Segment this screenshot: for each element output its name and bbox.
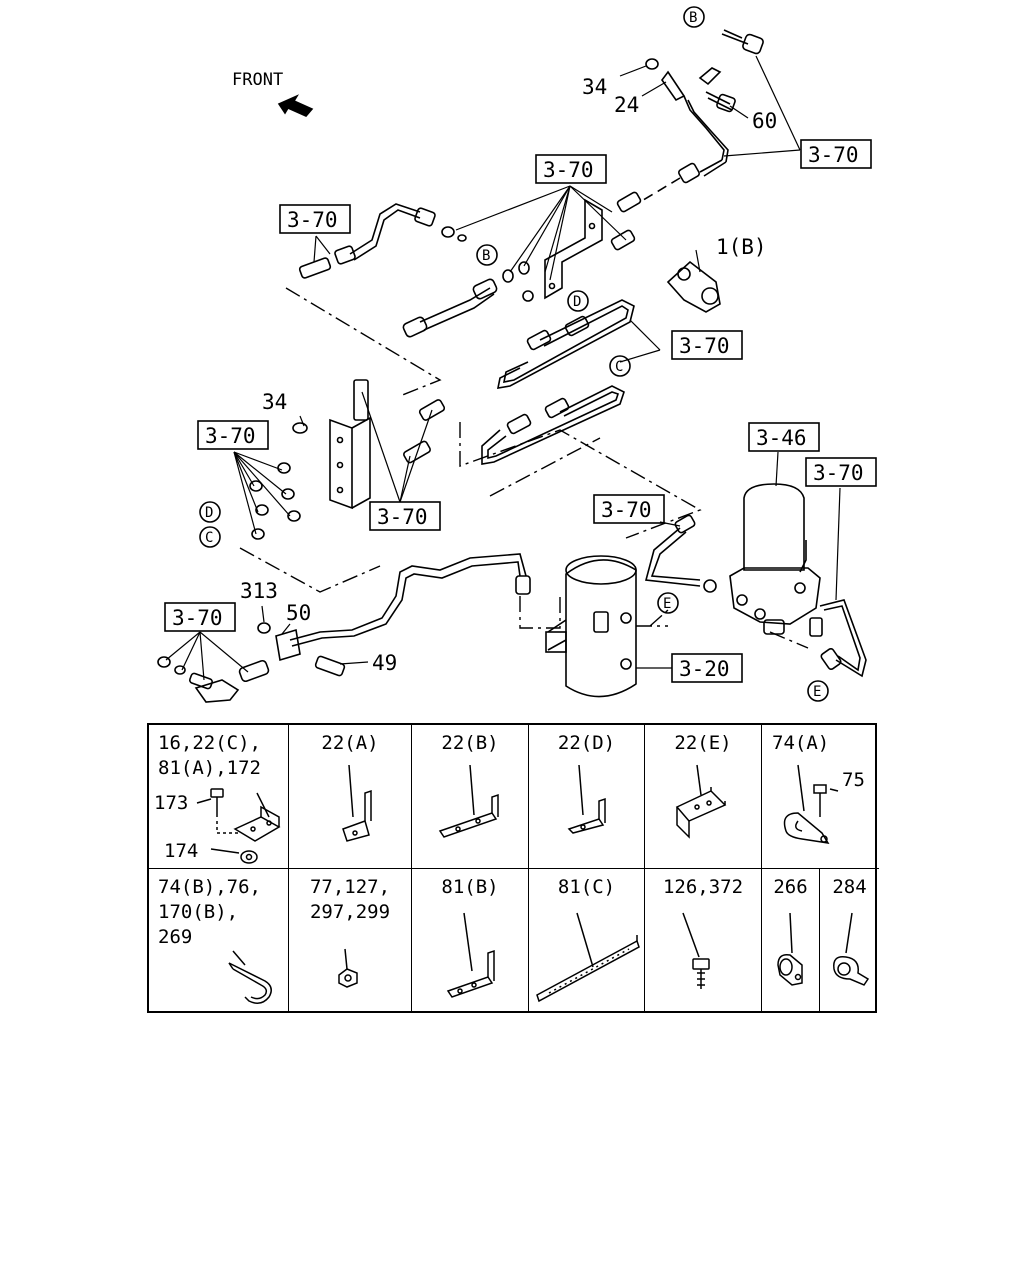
left-washers bbox=[249, 462, 301, 540]
callout-number: 1(B) bbox=[716, 235, 767, 259]
callout-number: 49 bbox=[372, 651, 397, 675]
circled-letter: C bbox=[205, 530, 213, 546]
callout-number: 60 bbox=[752, 109, 777, 133]
ref-box-label: 3-70 bbox=[172, 606, 223, 630]
circled-letter: D bbox=[573, 294, 581, 310]
circled-markers bbox=[199, 6, 829, 702]
leader-lines bbox=[239, 287, 809, 649]
part-number: 173 bbox=[154, 792, 189, 814]
parts-table: 16,22(C), 81(A),172 173 174 22(A) bbox=[147, 723, 879, 1013]
circled-letter: E bbox=[813, 684, 821, 700]
callout-number: 24 bbox=[614, 93, 639, 117]
upper-left-tube bbox=[298, 203, 467, 279]
callout-number: 34 bbox=[582, 75, 607, 99]
p-clip-icon bbox=[833, 912, 870, 986]
parts-cell-label: 266 bbox=[773, 876, 808, 898]
cable-tie-icon bbox=[228, 950, 272, 1004]
bracket-22d-icon bbox=[567, 764, 606, 834]
bracket-bolt-icon bbox=[196, 788, 281, 864]
strip-81c-icon bbox=[536, 912, 640, 1003]
parts-cell-label: 22(B) bbox=[441, 732, 499, 754]
circled-letter: D bbox=[205, 505, 213, 521]
part-number: 75 bbox=[842, 769, 865, 791]
reference-boxes bbox=[164, 139, 877, 683]
circled-letter: E bbox=[663, 596, 671, 612]
pointer-lines bbox=[165, 55, 841, 681]
parts-cell: 22(D) bbox=[529, 725, 645, 869]
parts-cell-label: 22(A) bbox=[321, 732, 379, 754]
lower-tube bbox=[157, 553, 531, 703]
center-bracket bbox=[292, 379, 446, 510]
ref-box-label: 3-70 bbox=[205, 424, 256, 448]
front-arrow-icon bbox=[277, 94, 314, 117]
bracket-22e-icon bbox=[675, 764, 727, 839]
tube-loop-c bbox=[481, 385, 625, 465]
ref-box-label: 3-70 bbox=[808, 143, 859, 167]
bracket-22a-icon bbox=[342, 764, 372, 842]
clip-74a-icon bbox=[783, 764, 839, 844]
ref-box-label: 3-70 bbox=[543, 158, 594, 182]
parts-cell: 266 bbox=[762, 869, 820, 1011]
grommet-clip-icon bbox=[777, 912, 803, 986]
top-connector-assembly bbox=[616, 29, 764, 213]
parts-diagram: FRONT 3-70 3-70 3-70 3-70 3-70 3-70 3-70… bbox=[157, 6, 877, 703]
parts-cell: 22(A) bbox=[289, 725, 412, 869]
parts-cell-label: 22(E) bbox=[674, 732, 732, 754]
parts-cell: 77,127, 297,299 bbox=[289, 869, 412, 1011]
ref-box-label: 3-70 bbox=[287, 208, 338, 232]
ref-box-label: 3-70 bbox=[377, 505, 428, 529]
ref-box-label: 3-70 bbox=[679, 334, 730, 358]
parts-cell: 22(B) bbox=[412, 725, 529, 869]
circled-letter: C bbox=[615, 359, 623, 375]
bolt-icon bbox=[682, 912, 710, 989]
parts-cell: 126,372 bbox=[645, 869, 762, 1011]
parts-cell-label: 22(D) bbox=[557, 732, 616, 754]
parts-cell: 74(B),76, 170(B), 269 bbox=[149, 869, 289, 1011]
bracket-22b-icon bbox=[438, 764, 499, 838]
parts-cell: 284 bbox=[820, 869, 879, 1011]
callout-number: 313 bbox=[240, 579, 278, 603]
ref-box-label: 3-70 bbox=[601, 498, 652, 522]
parts-cell: 16,22(C), 81(A),172 173 174 bbox=[149, 725, 289, 869]
dryer-hose bbox=[644, 514, 701, 587]
front-label: FRONT bbox=[232, 70, 283, 90]
callout-number: 50 bbox=[286, 601, 311, 625]
callout-number: 34 bbox=[262, 390, 287, 414]
ref-box-label: 3-46 bbox=[756, 426, 807, 450]
air-tank bbox=[545, 555, 637, 698]
parts-cell-label: 284 bbox=[832, 876, 867, 898]
nut-icon bbox=[338, 948, 358, 988]
ref-box-label: 3-70 bbox=[813, 461, 864, 485]
parts-cell-label: 16,22(C), 81(A),172 bbox=[158, 732, 261, 779]
upper-bracket bbox=[544, 198, 636, 300]
parts-cell: 81(C) bbox=[529, 869, 645, 1011]
ref-box-label: 3-20 bbox=[679, 657, 730, 681]
parts-cell: 74(A) 75 bbox=[762, 725, 879, 869]
parts-cell-label: 77,127, 297,299 bbox=[309, 876, 391, 923]
part-number: 174 bbox=[164, 840, 199, 862]
parts-cell-label: 74(A) bbox=[772, 732, 830, 754]
parts-cell-label: 126,372 bbox=[662, 876, 744, 898]
clamp-1b bbox=[666, 260, 721, 313]
parts-cell-label: 74(B),76, 170(B), 269 bbox=[158, 876, 261, 948]
circled-letter: B bbox=[689, 10, 697, 26]
parts-cell: 81(B) bbox=[412, 869, 529, 1011]
parts-cell-label: 81(C) bbox=[557, 876, 616, 898]
parts-cell-label: 81(B) bbox=[441, 876, 499, 898]
circled-letter: B bbox=[482, 248, 490, 264]
parts-cell: 22(E) bbox=[645, 725, 762, 869]
tube-loop-d bbox=[496, 299, 635, 389]
bracket-81b-icon bbox=[446, 912, 495, 998]
air-dryer bbox=[703, 483, 867, 678]
hose-assembly bbox=[402, 261, 534, 338]
